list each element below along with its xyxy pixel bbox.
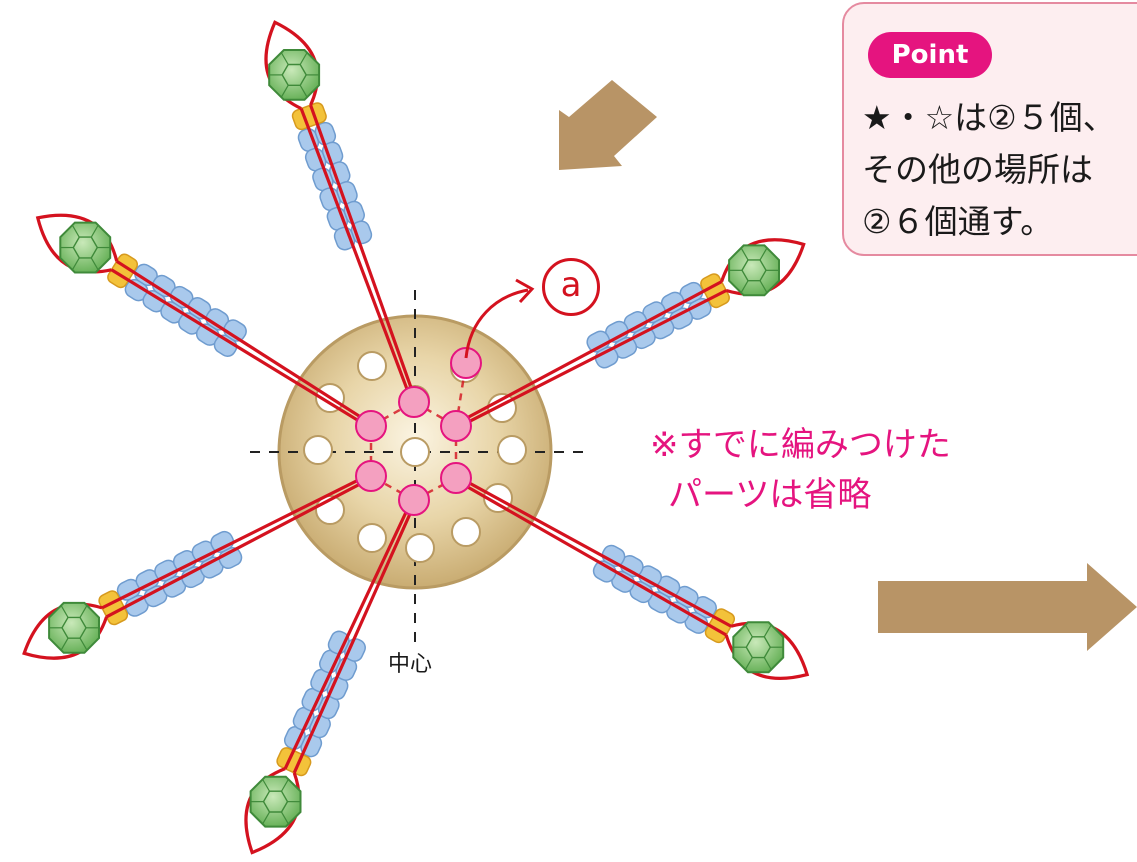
hole (303, 435, 333, 465)
pink-holes (355, 347, 482, 516)
point-line-1: ★・☆は②５個、 (862, 98, 1116, 137)
pink-hole (398, 484, 430, 516)
yellow-bead (98, 590, 129, 626)
green-crystal (249, 775, 302, 828)
pink-hole (398, 386, 430, 418)
bead-arm (264, 20, 418, 404)
hole (400, 437, 430, 467)
green-crystal (728, 244, 780, 297)
crystal-facet-line (79, 605, 88, 618)
omitted-parts-note-line-2: パーツは省略 (668, 475, 872, 515)
arrow-right-icon (878, 563, 1137, 651)
bead-arm (454, 238, 806, 430)
blue-bead (223, 319, 247, 342)
thread-line (115, 259, 373, 426)
blue-bead (592, 560, 617, 583)
thread-line (309, 104, 418, 402)
crystal-facet-line (79, 637, 88, 650)
thread-line (283, 498, 414, 770)
point-line-3: ②６個通す。 (862, 202, 1054, 241)
crystal-facet-line (299, 84, 308, 97)
label-a: a (542, 258, 600, 316)
bead-arm (244, 498, 418, 855)
yellow-bead (704, 608, 736, 644)
pink-hole (440, 462, 472, 494)
crystal-facet-line (745, 625, 753, 638)
crystal-facet-line (759, 280, 768, 293)
bead-arm (454, 474, 810, 680)
thread-line (456, 289, 727, 430)
thread-line (110, 268, 371, 430)
crystal-facet-line (763, 657, 772, 670)
bead-arms (22, 20, 810, 855)
blue-bead (594, 346, 619, 369)
crystal-facet-line (72, 257, 80, 270)
thread-line (456, 474, 732, 628)
crystal-facet-line (280, 779, 289, 792)
arrow-down-left-icon (559, 80, 657, 170)
crystal-facet-line (61, 637, 69, 650)
hole (451, 517, 481, 547)
bead-arm (22, 472, 373, 660)
point-badge: Point (868, 32, 992, 78)
crystal-facet-line (741, 248, 749, 261)
thread-line (105, 476, 373, 619)
green-crystal (732, 621, 785, 674)
crystal-facet-line (90, 257, 99, 270)
center-crosshair-icon (250, 290, 590, 650)
yellow-bead (107, 253, 139, 289)
thread-line (454, 478, 727, 637)
crystal-facet-line (262, 811, 271, 824)
hole (405, 533, 435, 563)
green-crystal (48, 601, 100, 654)
crystal-facet-line (90, 225, 99, 238)
center-label: 中心 (388, 652, 433, 677)
hole (357, 523, 387, 553)
thread-line (101, 472, 371, 610)
crystal-facet-line (763, 625, 772, 638)
crystal-facet-line (72, 225, 80, 238)
thread-line (299, 107, 414, 404)
crystal-facet-line (262, 779, 271, 792)
yellow-bead (700, 273, 730, 309)
crystal-facet-line (759, 248, 768, 261)
pink-hole (450, 347, 482, 379)
crystal-facet-line (299, 52, 308, 65)
thread-arrowhead-icon (515, 278, 535, 304)
pink-hole (355, 410, 387, 442)
pink-hole (355, 460, 387, 492)
crystal-facet-line (281, 84, 289, 97)
point-line-2: その他の場所は (862, 150, 1093, 189)
crystal-facet-line (280, 811, 289, 824)
crystal-facet-line (61, 605, 69, 618)
blue-bead (210, 530, 235, 553)
thread-line (454, 280, 723, 426)
green-crystal (59, 221, 112, 274)
bead-arm (35, 213, 373, 430)
crystal-facet-line (745, 657, 753, 670)
green-crystal (268, 49, 321, 101)
pink-hole (440, 410, 472, 442)
hole (357, 351, 387, 381)
thread-line (292, 500, 418, 774)
hole (497, 435, 527, 465)
base-holes (303, 351, 527, 563)
omitted-parts-note-line-1: ※すでに編みつけた (650, 425, 951, 465)
thread-out-arrow (464, 288, 529, 359)
crystal-facet-line (281, 52, 289, 65)
crystal-facet-line (741, 280, 749, 293)
